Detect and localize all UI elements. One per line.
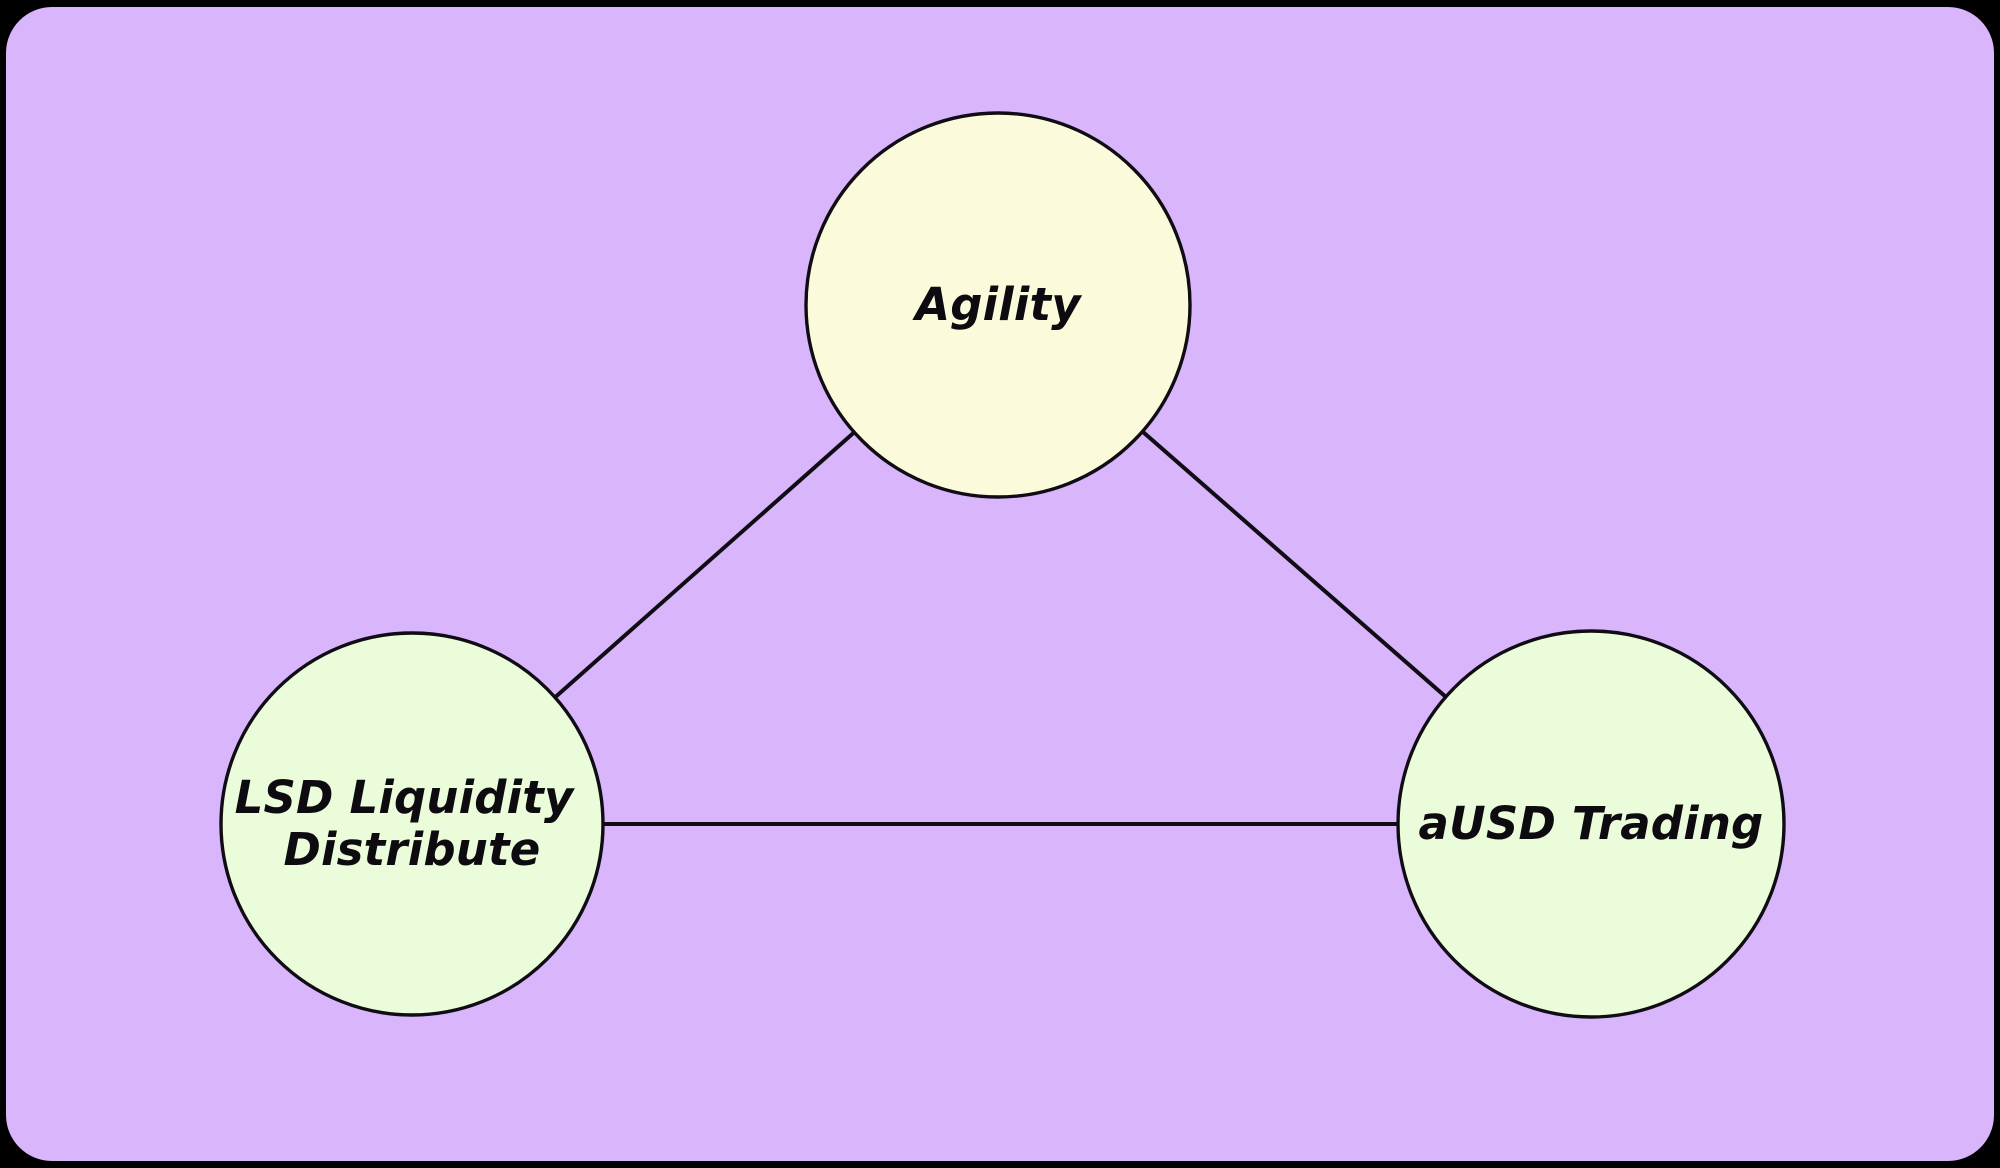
node-agility-circle[interactable]	[804, 111, 1192, 499]
node-agility-label-line-1: Agility	[912, 278, 1082, 331]
node-agility-label: Agility	[912, 278, 1082, 331]
edge-agility-ausd[interactable]	[1141, 429, 1448, 699]
edge-layer	[553, 429, 1448, 826]
node-ausd-trading-label: aUSD Trading	[1419, 797, 1764, 850]
graph-svg: Agility LSD Liquidity Distribute aUSD Tr…	[219, 111, 1786, 1019]
node-lsd-liquidity-distribute-circle[interactable]	[219, 631, 605, 1017]
node-ausd-trading-circle[interactable]	[1396, 629, 1786, 1019]
node-lsd-label-line-1: LSD Liquidity	[235, 771, 575, 824]
node-lsd-liquidity-distribute[interactable]: LSD Liquidity Distribute	[219, 631, 605, 1017]
node-lsd-liquidity-distribute-label: LSD Liquidity Distribute	[235, 771, 590, 876]
node-lsd-label-line-2: Distribute	[284, 823, 541, 876]
node-ausd-trading[interactable]: aUSD Trading	[1396, 629, 1786, 1019]
edge-agility-lsd[interactable]	[553, 430, 856, 699]
diagram-canvas: Agility LSD Liquidity Distribute aUSD Tr…	[6, 7, 1994, 1161]
node-agility[interactable]: Agility	[804, 111, 1192, 499]
node-ausd-label-line-1: aUSD Trading	[1419, 797, 1764, 850]
